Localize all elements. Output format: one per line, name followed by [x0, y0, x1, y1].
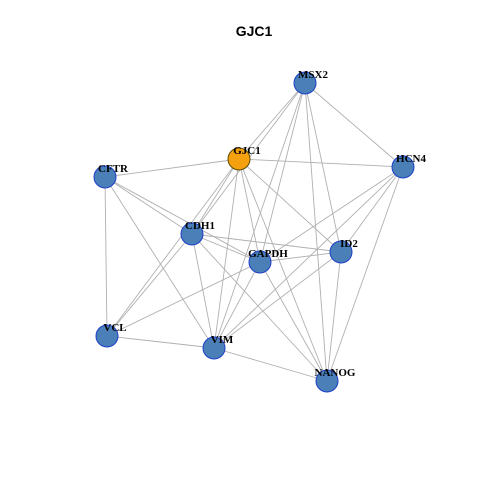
edge-msx2-nanog [304, 82, 328, 382]
node-cftr [93, 165, 117, 189]
node-label-gjc1: GJC1 [233, 145, 261, 157]
edge-msx2-id2 [304, 82, 342, 253]
node-vim [202, 336, 226, 360]
node-label-nanog: NANOG [315, 367, 356, 379]
edge-msx2-vim [213, 82, 306, 349]
edge-vim-nanog [213, 347, 328, 382]
node-label-cdh1: CDH1 [185, 220, 215, 232]
node-vcl [95, 324, 119, 348]
node-nanog [315, 369, 339, 393]
edge-gjc1-hcn4 [238, 158, 404, 168]
edge-vcl-vim [106, 335, 215, 349]
edge-gjc1-msx2 [238, 82, 306, 160]
edge-gjc1-gapdh [238, 158, 261, 263]
edge-gjc1-vim [213, 158, 240, 349]
node-label-vcl: VCL [103, 322, 126, 334]
edge-hcn4-id2 [340, 166, 404, 253]
edge-gapdh-nanog [259, 261, 328, 382]
edges-layer [104, 82, 404, 382]
edge-cdh1-nanog [191, 233, 328, 382]
edge-cdh1-gapdh [191, 233, 261, 263]
edge-cftr-vim [104, 176, 215, 349]
node-id2 [329, 240, 353, 264]
edge-id2-nanog [326, 251, 342, 382]
node-gjc1 [227, 147, 251, 171]
edge-msx2-hcn4 [304, 82, 404, 168]
node-cdh1 [180, 222, 204, 246]
node-label-id2: ID2 [340, 238, 358, 250]
edge-hcn4-gapdh [259, 166, 404, 263]
edge-cdh1-vcl [106, 233, 193, 337]
edge-hcn4-vim [213, 166, 404, 349]
edge-gjc1-cdh1 [191, 158, 240, 235]
node-label-hcn4: HCN4 [396, 153, 426, 165]
edge-gjc1-vcl [106, 158, 240, 337]
edge-cftr-cdh1 [104, 176, 193, 235]
edge-gjc1-cftr [104, 158, 240, 178]
nodes-layer [93, 71, 415, 393]
node-label-vim: VIM [211, 334, 234, 346]
graph-title: GJC1 [236, 23, 273, 39]
node-label-gapdh: GAPDH [248, 248, 288, 260]
edge-gapdh-vcl [106, 261, 261, 337]
edge-gapdh-id2 [259, 251, 342, 263]
edge-hcn4-nanog [326, 166, 404, 382]
node-label-msx2: MSX2 [298, 69, 328, 81]
edge-gjc1-nanog [238, 158, 328, 382]
node-msx2 [293, 71, 317, 95]
edge-gapdh-vim [213, 261, 261, 349]
node-hcn4 [391, 155, 415, 179]
edge-id2-vim [213, 251, 342, 349]
node-label-cftr: CFTR [98, 163, 129, 175]
node-gapdh [248, 250, 272, 274]
edge-cftr-gapdh [104, 176, 261, 263]
edge-msx2-gapdh [259, 82, 306, 263]
edge-cdh1-id2 [191, 233, 342, 253]
edge-cdh1-vim [191, 233, 215, 349]
edge-cftr-vcl [104, 176, 108, 337]
edge-gjc1-id2 [238, 158, 342, 253]
